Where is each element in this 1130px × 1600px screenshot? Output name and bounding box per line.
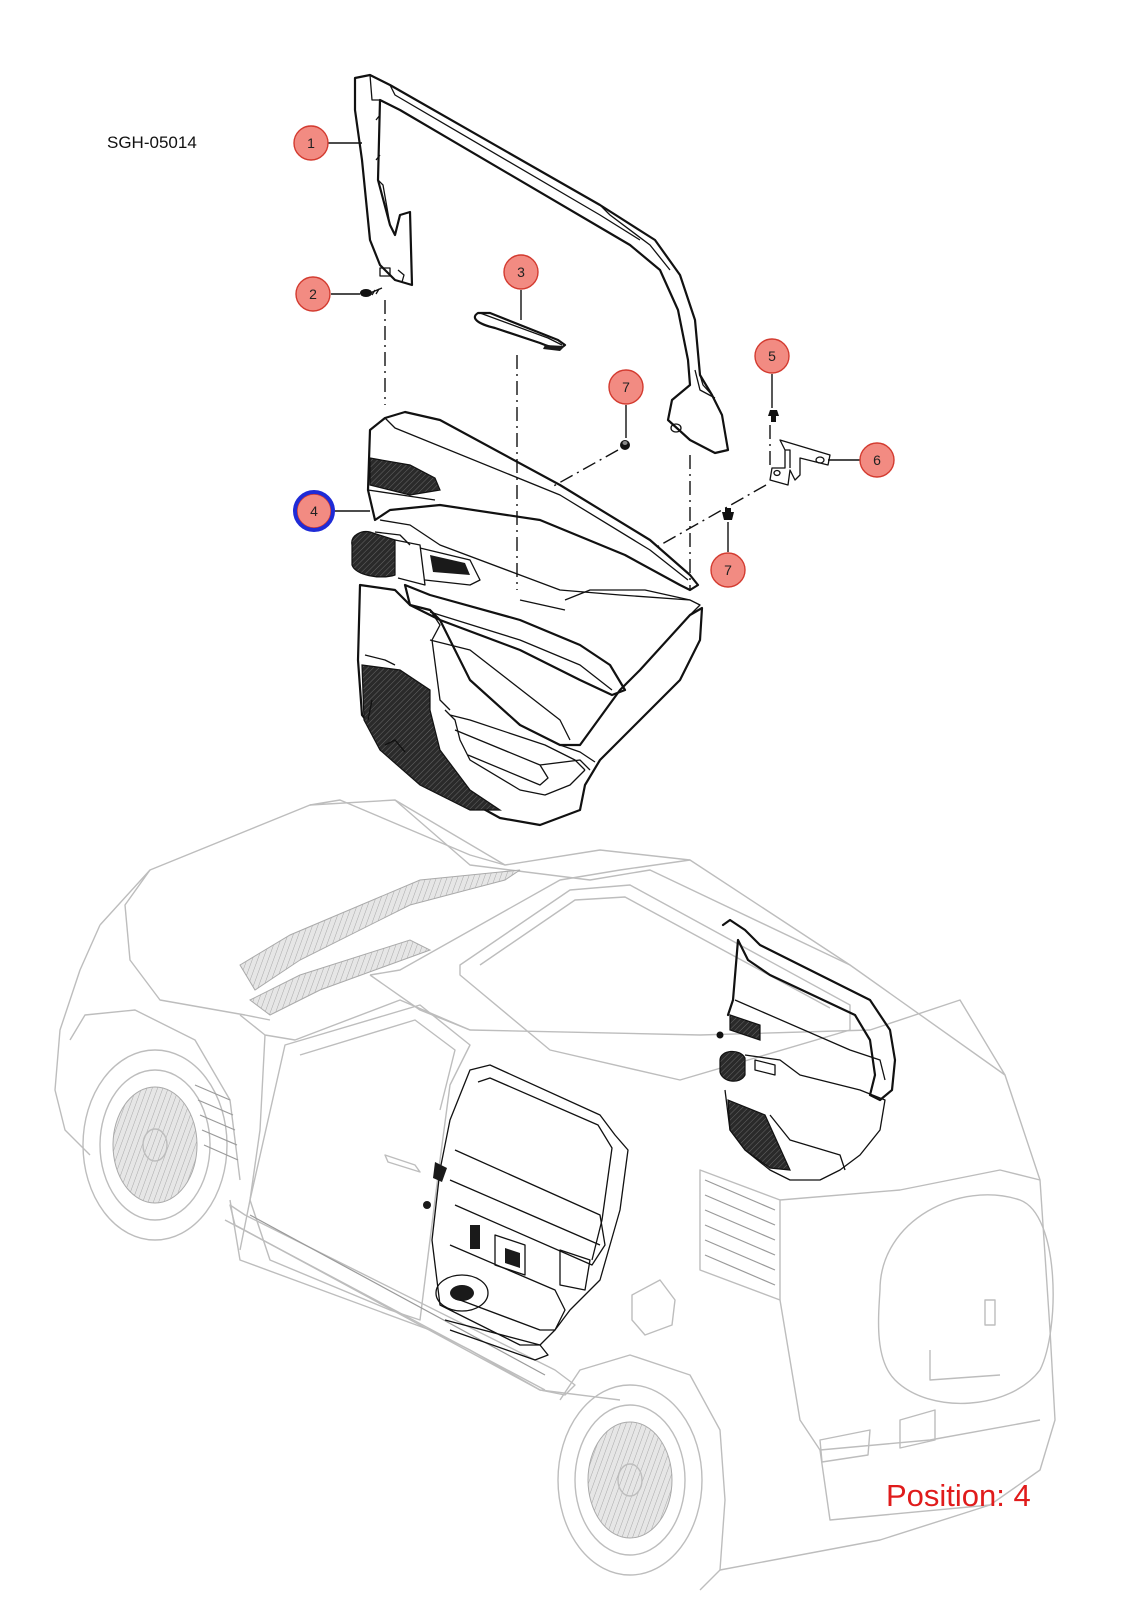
svg-text:2: 2 [309, 286, 317, 302]
part-7-clip-upper [620, 440, 630, 450]
svg-text:3: 3 [517, 264, 525, 280]
part-1-window-frame-trim [353, 73, 730, 455]
mini-door-trim [716, 918, 897, 1181]
svg-text:5: 5 [768, 348, 776, 364]
callout-7-upper[interactable]: 7 [608, 369, 644, 405]
assembly-lines [384, 300, 771, 590]
part-3-handle-trim [473, 311, 567, 351]
exploded-parts [351, 73, 831, 827]
callouts: 1 2 3 4 5 6 7 7 [293, 125, 895, 588]
svg-text:1: 1 [307, 135, 315, 151]
svg-text:4: 4 [310, 503, 318, 519]
callout-6[interactable]: 6 [859, 442, 895, 478]
vehicle-illustration [54, 799, 1056, 1591]
part-6-bracket [769, 439, 831, 486]
callout-7-lower[interactable]: 7 [710, 552, 746, 588]
selection-ring [293, 490, 335, 532]
callout-4[interactable]: 4 [293, 490, 335, 532]
svg-text:7: 7 [724, 562, 732, 578]
position-label: Position: 4 [886, 1478, 1031, 1513]
callout-1[interactable]: 1 [293, 125, 329, 161]
callout-2[interactable]: 2 [295, 276, 331, 312]
part-2-screw [360, 287, 383, 297]
document-code: SGH-05014 [107, 133, 197, 152]
part-7-clip-lower [722, 508, 734, 520]
callout-3[interactable]: 3 [503, 254, 539, 290]
part-5-bolt [768, 410, 779, 422]
svg-text:6: 6 [873, 452, 881, 468]
callout-5[interactable]: 5 [754, 338, 790, 374]
rear-door-highlight [423, 1064, 629, 1361]
part-4-door-trim-panel [351, 410, 704, 827]
svg-text:7: 7 [622, 379, 630, 395]
